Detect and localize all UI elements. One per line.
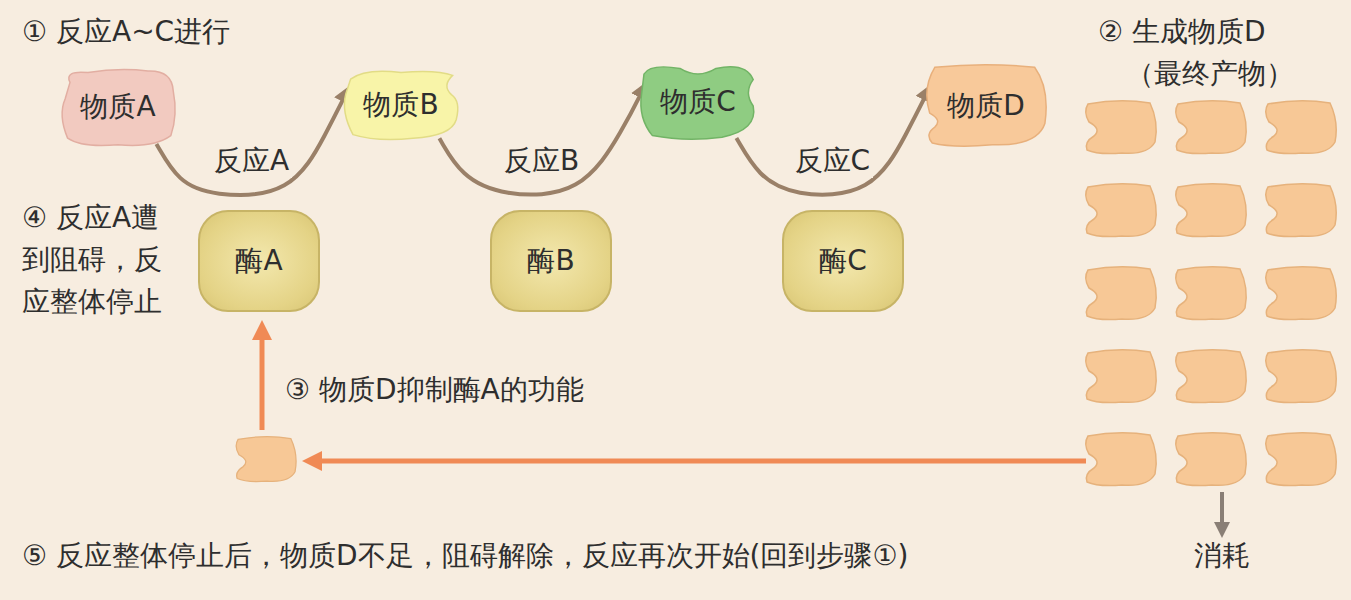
reaction-label: 反应B xyxy=(501,144,582,178)
step-label: ④ 反应A遭到阻碍，反应整体停止 xyxy=(22,197,164,323)
step-label: ③ 物质D抑制酶A的功能 xyxy=(285,372,584,407)
blob-shape xyxy=(62,70,175,146)
node-text: 物质A xyxy=(80,90,155,124)
product-blob xyxy=(1086,267,1157,320)
enzyme-box: 酶A xyxy=(198,210,320,312)
reaction-arrow xyxy=(439,88,644,195)
step-label: （最终产物） xyxy=(1126,56,1294,91)
substance-blob: 物质A xyxy=(58,66,178,148)
product-blob xyxy=(1176,101,1247,154)
step-label: ① 反应A~C进行 xyxy=(22,14,230,49)
node-text: 酶A xyxy=(235,244,282,278)
reaction-arrow xyxy=(736,90,928,194)
node-text: 物质D xyxy=(947,89,1025,123)
product-blob xyxy=(1266,184,1337,237)
substance-blob: 物质D xyxy=(922,62,1050,150)
product-blob xyxy=(1266,101,1337,154)
node-text: 物质C xyxy=(660,85,736,119)
reaction-label: 反应A xyxy=(211,144,292,178)
substance-blob: 物质C xyxy=(638,62,758,142)
enzyme-box: 酶B xyxy=(490,210,612,312)
enzyme-box: 酶C xyxy=(782,210,904,312)
product-blob xyxy=(1176,433,1247,486)
step-label: ⑤ 反应整体停止后，物质D不足，阻碍解除，反应再次开始(回到步骤①) xyxy=(22,538,909,573)
product-blob xyxy=(1086,184,1157,237)
product-blob xyxy=(1086,350,1157,403)
product-blob xyxy=(1266,350,1337,403)
reaction-arrow xyxy=(156,92,347,195)
reaction-label: 反应C xyxy=(792,144,874,178)
product-blob xyxy=(1086,433,1157,486)
inhibitor-blob xyxy=(236,437,296,482)
product-blob xyxy=(1266,267,1337,320)
note-text: 消耗 xyxy=(1194,538,1250,573)
product-blob xyxy=(1086,101,1157,154)
node-text: 酶B xyxy=(527,244,574,278)
consumption-arrow xyxy=(1220,492,1224,530)
product-pile xyxy=(1086,101,1337,486)
product-blob xyxy=(1266,433,1337,486)
feedback-arrow xyxy=(312,459,1086,464)
blob-shape xyxy=(641,67,754,140)
product-blob xyxy=(1176,184,1247,237)
product-blob xyxy=(1176,267,1247,320)
step-label: ② 生成物质D xyxy=(1098,14,1266,49)
blob-shape xyxy=(927,65,1046,146)
node-text: 酶C xyxy=(819,244,867,278)
inhibition-arrow xyxy=(260,330,265,430)
product-blob xyxy=(1176,350,1247,403)
node-text: 物质B xyxy=(363,88,438,122)
substance-blob: 物质B xyxy=(341,68,461,142)
blob-shape xyxy=(344,71,457,139)
